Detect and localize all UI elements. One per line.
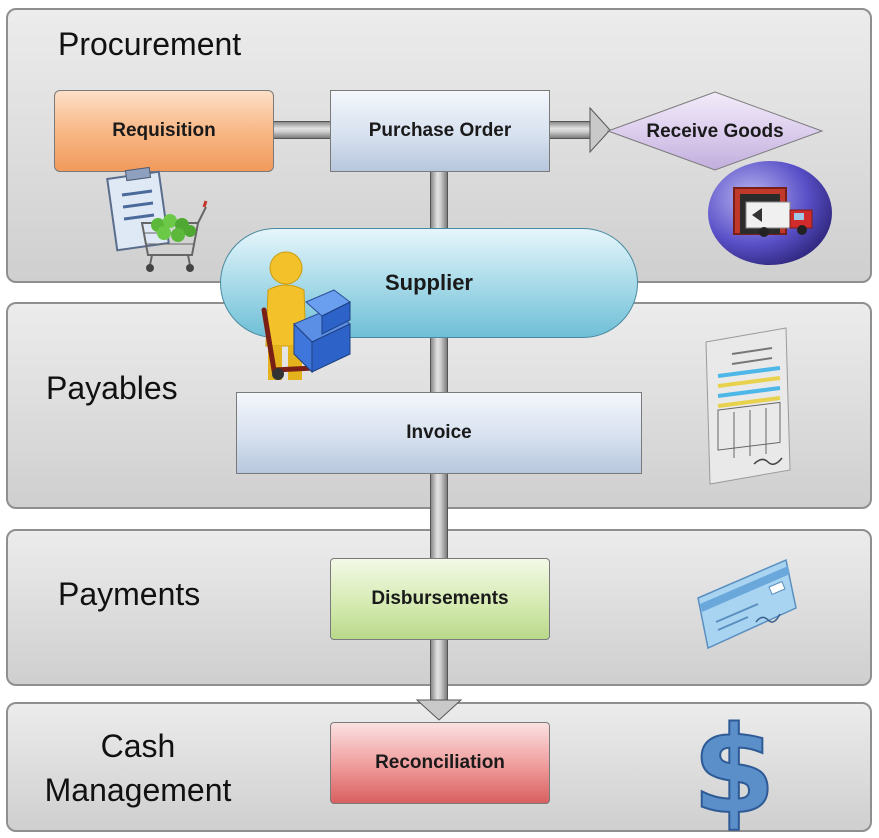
po-to-receive-arrowhead [589,106,611,154]
procurement-label: Procurement [58,26,242,62]
cash-management-label-line2: Management [44,772,232,808]
receive-goods-node[interactable]: Receive Goods [606,90,824,172]
invoice-node[interactable]: Invoice [236,392,642,474]
payables-label: Payables [46,370,178,406]
cash-management-label: Cash Management [28,724,248,812]
cash-management-label-line1: Cash [100,728,176,764]
delivery-truck-icon [708,161,832,265]
invoice-to-disbursements-connector [430,474,448,560]
requisition-to-po-connector [273,121,333,139]
po-to-supplier-connector [430,172,448,232]
disbursements-node[interactable]: Disbursements [330,558,550,640]
person-with-hand-truck-icon [261,251,351,380]
requisition-node[interactable]: Requisition [54,90,274,172]
check-icon [697,558,797,650]
disbursements-to-reconciliation-connector [430,640,448,706]
reconciliation-arrowhead [415,699,463,721]
purchase-order-node[interactable]: Purchase Order [330,90,550,172]
dollar-sign-icon: $ [691,701,777,838]
clipboard-cart-icon [106,166,208,272]
payments-label: Payments [58,576,201,612]
invoice-document-icon [705,327,791,485]
receive-goods-label: Receive Goods [646,121,783,142]
svg-text:$: $ [692,702,776,838]
reconciliation-node[interactable]: Reconciliation [330,722,550,804]
po-to-receive-connector [548,121,598,139]
supplier-to-invoice-connector [430,336,448,394]
